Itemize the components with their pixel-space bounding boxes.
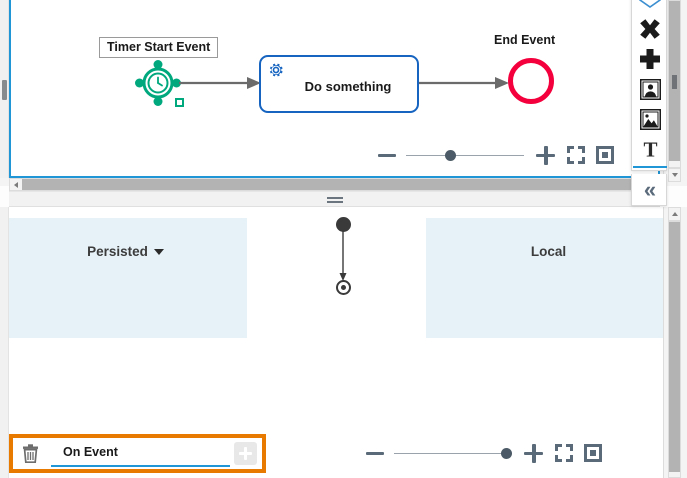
on-event-input-field[interactable]	[51, 441, 230, 467]
bottom-zoom-in-button[interactable]	[524, 443, 543, 463]
scroll-left-arrow[interactable]	[10, 179, 22, 190]
timer-start-event-label: Timer Start Event	[99, 37, 219, 58]
sequence-flow-start-to-task	[179, 77, 261, 89]
bottom-vertical-scrollbar[interactable]	[663, 207, 687, 478]
palette-item-image[interactable]	[632, 104, 668, 134]
zoom-out-button[interactable]	[378, 153, 396, 157]
horizontal-scroll-thumb[interactable]	[22, 179, 642, 190]
bottom-fit-to-screen-icon[interactable]	[555, 444, 573, 462]
on-event-input[interactable]	[51, 444, 230, 461]
trash-icon	[22, 444, 38, 463]
bottom-panel: Persisted Local	[0, 207, 687, 478]
portrait-image-icon	[639, 78, 661, 100]
zoom-slider-track[interactable]	[406, 149, 524, 161]
scroll-up-arrow[interactable]	[668, 207, 681, 221]
vertical-scroll-track[interactable]	[668, 0, 681, 168]
timer-start-event-icon	[135, 60, 181, 106]
canvas-vertical-scrollbar[interactable]	[663, 0, 687, 186]
region-persisted[interactable]: Persisted	[9, 218, 247, 338]
zoom-in-button[interactable]	[536, 145, 555, 165]
vertical-scroll-thumb[interactable]	[669, 1, 680, 161]
pentagon-outline-icon	[639, 0, 661, 8]
top-panel: Timer Start Event	[0, 0, 687, 191]
palette-item-text[interactable]: T	[632, 134, 668, 164]
fit-to-screen-icon[interactable]	[567, 146, 585, 164]
bpmn-process-canvas[interactable]: Timer Start Event	[9, 0, 660, 178]
picture-image-icon	[639, 108, 661, 130]
bottom-vertical-scroll-track[interactable]	[668, 221, 681, 478]
bottom-zoom-slider-track[interactable]	[394, 447, 512, 459]
gear-icon	[269, 63, 283, 77]
panel-splitter[interactable]	[9, 191, 660, 207]
on-event-editor[interactable]	[9, 434, 266, 473]
bottom-fit-to-selection-icon[interactable]	[584, 444, 602, 462]
left-splitter-handle[interactable]	[0, 0, 9, 178]
service-task-label: Do something	[304, 78, 392, 94]
bottom-zoom-out-button[interactable]	[366, 451, 384, 455]
shape-palette: T	[631, 0, 667, 171]
palette-divider	[633, 166, 667, 168]
palette-item-cross[interactable]	[632, 44, 668, 74]
end-event-label: End Event	[494, 33, 556, 47]
four-point-star-icon	[640, 19, 660, 39]
bottom-zoom-slider-thumb[interactable]	[501, 447, 512, 459]
chevron-double-left-icon: «	[643, 176, 656, 202]
zoom-slider-thumb[interactable]	[444, 149, 456, 161]
final-node[interactable]	[336, 280, 351, 295]
palette-item-portrait[interactable]	[632, 74, 668, 104]
scroll-down-arrow[interactable]	[668, 168, 681, 182]
canvas-horizontal-scrollbar[interactable]	[9, 178, 660, 191]
add-event-button[interactable]	[234, 442, 257, 465]
initial-node[interactable]	[336, 217, 351, 232]
bottom-zoom-controls	[366, 441, 602, 465]
palette-item-star[interactable]	[632, 14, 668, 44]
region-persisted-label-row: Persisted	[9, 244, 247, 259]
region-local[interactable]: Local	[426, 218, 663, 338]
palette-collapse-button[interactable]: «	[631, 174, 667, 206]
left-splitter-grip[interactable]	[2, 80, 7, 100]
transition-initial-to-final	[339, 229, 347, 281]
delete-event-button[interactable]	[13, 438, 47, 469]
bottom-vertical-scroll-thumb[interactable]	[669, 222, 680, 472]
vertical-scroll-thumb-grip	[672, 75, 677, 89]
region-local-label: Local	[530, 244, 567, 259]
svg-text:T: T	[643, 138, 657, 160]
region-persisted-label: Persisted	[87, 244, 148, 259]
service-task-shape[interactable]: Do something	[259, 55, 419, 113]
palette-item-pentagon[interactable]	[632, 0, 668, 14]
panel-splitter-grip[interactable]	[326, 197, 343, 203]
resize-handle[interactable]	[175, 98, 184, 107]
top-zoom-controls	[378, 143, 614, 167]
text-tool-icon: T	[643, 138, 657, 160]
state-machine-canvas[interactable]: Persisted Local	[9, 207, 663, 478]
sequence-flow-task-to-end	[419, 77, 509, 89]
bottom-left-splitter-handle[interactable]	[0, 207, 9, 478]
cross-plus-icon	[640, 49, 660, 69]
end-event-shape[interactable]	[508, 58, 554, 104]
fit-to-selection-icon[interactable]	[596, 146, 614, 164]
timer-start-event-shape[interactable]	[135, 60, 184, 107]
chevron-down-icon[interactable]	[153, 249, 164, 256]
